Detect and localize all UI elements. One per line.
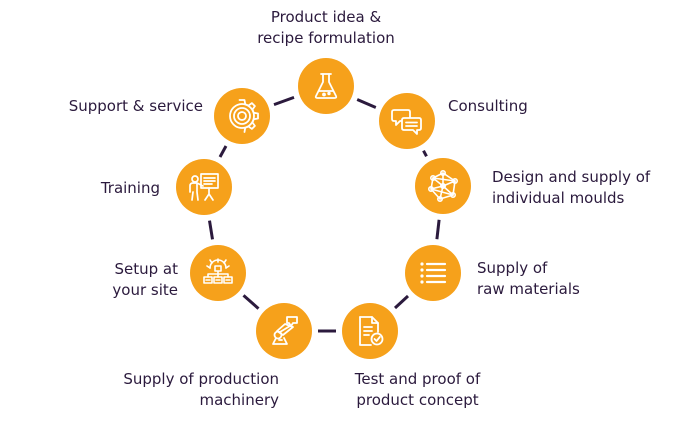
list-icon [420, 262, 447, 284]
step-node-product-idea[interactable] [298, 58, 354, 114]
step-label-consulting: Consulting [448, 97, 528, 115]
connector-line [435, 219, 441, 240]
step-node-training[interactable] [176, 159, 232, 215]
connector-line [273, 95, 295, 107]
speech-bubbles-icon [391, 109, 422, 135]
connector-line [393, 294, 410, 310]
step-label-product-idea: Product idea & recipe formulation [257, 8, 395, 47]
network-sphere-icon [427, 169, 458, 202]
gear-icon [229, 99, 259, 133]
step-label-training: Training [100, 179, 160, 197]
factory-setup-icon [203, 258, 233, 284]
step-label-moulds: Design and supply of individual moulds [492, 168, 651, 207]
step-label-raw-materials: Supply of raw materials [477, 259, 580, 298]
step-label-setup-at-site: Setup at your site [112, 260, 178, 299]
step-node-support-service[interactable] [214, 88, 270, 144]
connector-line [208, 220, 214, 240]
step-node-raw-materials[interactable] [405, 245, 461, 301]
connector-line [356, 98, 377, 109]
step-node-proof-of-concept[interactable] [342, 303, 398, 359]
presentation-board-icon [189, 173, 219, 201]
step-node-production-machinery[interactable] [256, 303, 312, 359]
robot-arm-icon [272, 316, 298, 345]
document-check-icon [359, 316, 384, 346]
step-node-moulds[interactable] [415, 158, 471, 214]
connector-line [218, 145, 228, 158]
step-label-production-machinery: Supply of production machinery [123, 370, 279, 409]
step-node-consulting[interactable] [379, 93, 435, 149]
step-node-setup-at-site[interactable] [190, 245, 246, 301]
flask-icon [314, 73, 338, 99]
connector-line [242, 294, 260, 310]
connector-line [422, 149, 428, 158]
step-label-support-service: Support & service [68, 97, 203, 115]
step-label-proof-of-concept: Test and proof of product concept [354, 370, 481, 409]
